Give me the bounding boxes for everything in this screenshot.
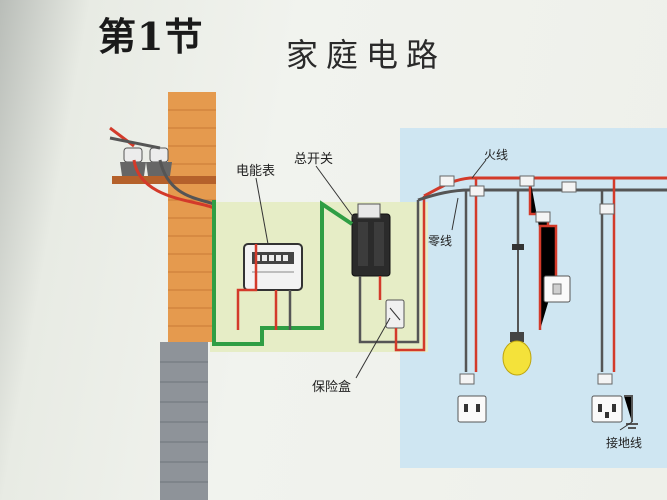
brick-column: [160, 92, 216, 500]
neutral-wire-label: 零线: [428, 234, 453, 248]
light-bulb: [502, 332, 532, 376]
electric-meter: [243, 243, 303, 291]
wall-socket: [457, 395, 487, 423]
main-switch: [351, 203, 391, 277]
ground-route: [212, 200, 354, 346]
meter-label: 电能表: [236, 164, 276, 179]
grounded-socket: [591, 395, 623, 423]
section-number: 第1节: [98, 14, 204, 59]
page-title: 家庭电路: [286, 36, 447, 74]
fuse-box-label: 保险盒: [312, 380, 352, 395]
light-switch: [543, 275, 571, 303]
main-switch-label: 总开关: [294, 152, 334, 167]
live-wire-label: 火线: [484, 148, 509, 162]
fuse-box: [385, 299, 405, 329]
ground-label: 接地线: [606, 436, 643, 450]
